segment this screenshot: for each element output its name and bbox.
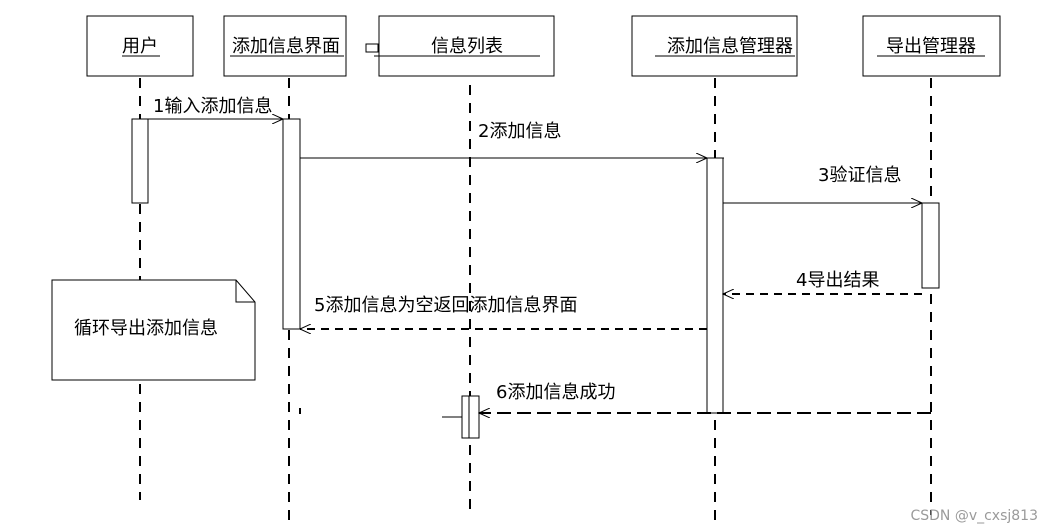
participant-export-mgr-label: 导出管理器 (886, 36, 976, 57)
message-6-label: 6添加信息成功 (496, 382, 615, 403)
message-1-label: 1输入添加信息 (153, 96, 272, 117)
participant-add-mgr: 添加信息管理器 (631, 15, 798, 77)
message-4: 4导出结果 (723, 270, 922, 294)
participant-info-list-label: 信息列表 (431, 36, 503, 57)
component-port-icon (365, 43, 379, 53)
participant-add-ui-label: 添加信息界面 (232, 36, 340, 57)
stray-mark (299, 408, 301, 414)
watermark: CSDN @v_cxsj813 (910, 508, 1038, 524)
activation-add-mgr (706, 157, 724, 414)
message-3-label: 3验证信息 (818, 165, 901, 186)
message-1: 1输入添加信息 (148, 96, 283, 119)
message-5: 5添加信息为空返回添加信息界面 (300, 295, 707, 329)
participant-info-list: 信息列表 (365, 15, 555, 77)
participant-add-mgr-label: 添加信息管理器 (667, 36, 793, 57)
activation-user (131, 118, 149, 204)
participant-export-mgr: 导出管理器 (862, 15, 1001, 77)
activation-add-ui (282, 118, 301, 330)
loop-note: 循环导出添加信息 (51, 279, 256, 381)
participant-add-ui: 添加信息界面 (223, 15, 347, 77)
activation-export-mgr (921, 202, 940, 289)
loop-note-label: 循环导出添加信息 (74, 318, 218, 339)
message-2-label: 2添加信息 (478, 121, 561, 142)
message-6: 6添加信息成功 (479, 382, 931, 413)
activation-info-list (461, 395, 480, 439)
message-4-label: 4导出结果 (796, 270, 879, 291)
message-3: 3验证信息 (723, 165, 922, 203)
participant-user: 用户 (86, 15, 194, 77)
message-5-label: 5添加信息为空返回添加信息界面 (314, 295, 577, 316)
message-2: 2添加信息 (300, 121, 724, 158)
participant-user-label: 用户 (122, 36, 158, 57)
